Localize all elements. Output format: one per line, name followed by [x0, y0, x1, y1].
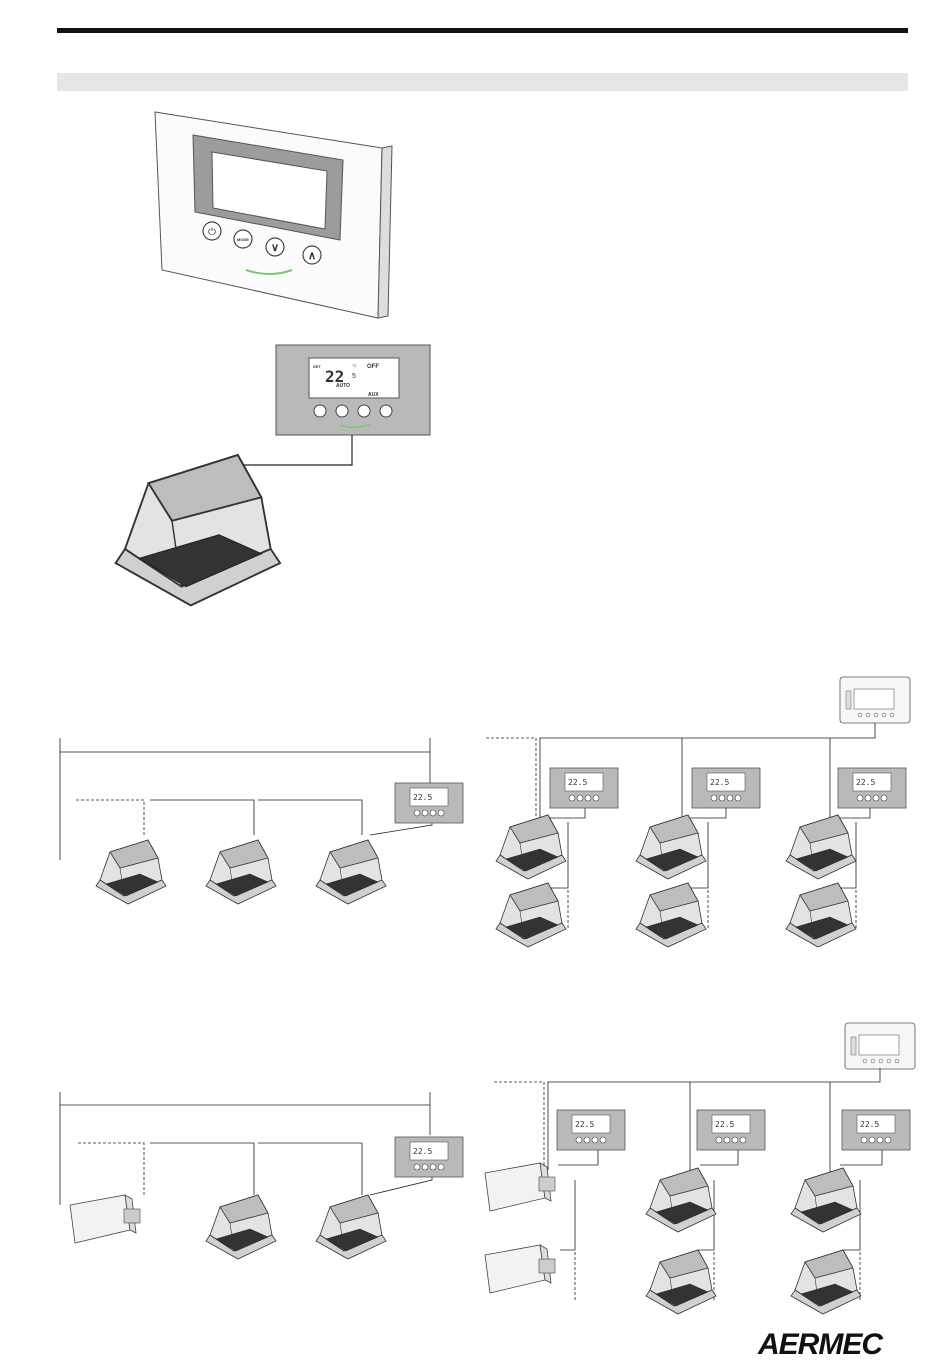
wiring-diagram-1: [60, 738, 432, 860]
power-button-label: ⏻: [208, 227, 216, 238]
display-off: OFF: [367, 364, 379, 370]
display-unit: °C: [352, 363, 357, 368]
display-auto: AUTO: [336, 383, 350, 389]
display-set: SET: [313, 364, 321, 369]
panel-perspective: ⏻ MODE ∨ ∧: [155, 112, 392, 318]
display-aux: AUX: [368, 392, 379, 398]
display-decimal: 5: [352, 373, 356, 380]
control-panel-front: SET 22 5 °C OFF AUTO AUX: [240, 345, 430, 465]
cassette-unit-large: [116, 455, 281, 605]
brand-logo: AERMEC: [758, 1328, 882, 1362]
up-button-label: ∧: [308, 250, 316, 262]
mode-button-label: MODE: [237, 237, 249, 242]
wiring-diagram-3: [60, 1092, 432, 1205]
down-button-label: ∨: [271, 242, 279, 254]
